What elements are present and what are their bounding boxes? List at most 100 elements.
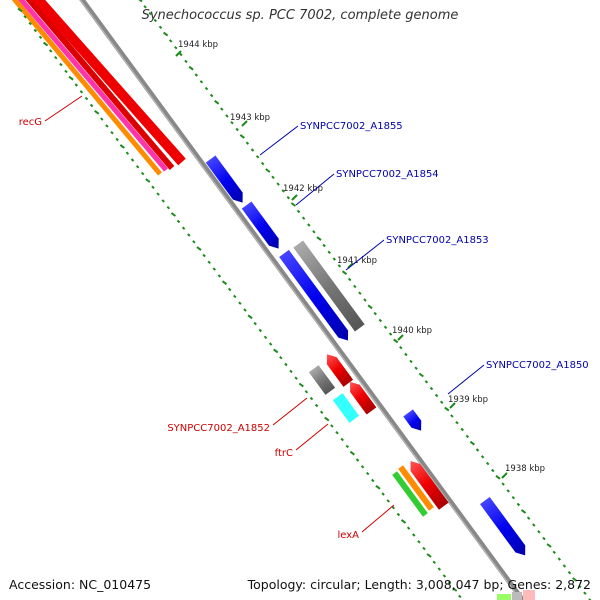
scale-dash xyxy=(400,519,407,524)
scale-dash xyxy=(212,267,217,271)
scale-dash xyxy=(424,380,429,384)
scale-dash xyxy=(327,250,331,255)
scale-dash xyxy=(332,257,337,261)
gene-a1852-red-1[interactable] xyxy=(322,351,354,387)
gene-blue-bottom[interactable] xyxy=(480,497,530,559)
scale-dash xyxy=(161,199,165,203)
scale-dash xyxy=(239,134,245,139)
scale-dash xyxy=(383,325,388,330)
gene-gray-pseudo[interactable] xyxy=(293,240,365,332)
scale-dash xyxy=(245,141,250,145)
scale-dash xyxy=(217,274,222,278)
gene-a1850[interactable] xyxy=(403,409,426,434)
scale-dash xyxy=(284,362,288,367)
gene-label-a1852[interactable]: SYNPCC7002_A1852 xyxy=(167,423,270,434)
scale-dash xyxy=(265,168,271,173)
scale-dash xyxy=(54,55,58,60)
genome-backbone-highlight xyxy=(79,0,522,600)
scale-dash xyxy=(409,359,413,364)
gene-a1852-red-2[interactable] xyxy=(345,378,377,415)
gene-label-a1850[interactable]: SYNPCC7002_A1850 xyxy=(486,360,589,371)
a1852-leader xyxy=(272,397,308,426)
scale-dash xyxy=(501,482,505,486)
scale-dash xyxy=(125,151,130,155)
scale-dash xyxy=(294,376,298,380)
scale-dash xyxy=(181,226,186,230)
scale-dash xyxy=(289,369,293,374)
accession-text: Accession: NC_010475 xyxy=(9,577,152,592)
gene-ftrc-cyan[interactable] xyxy=(332,393,360,423)
scale-dash xyxy=(557,557,562,561)
bottom-pink-feature xyxy=(523,590,535,600)
a1855-leader xyxy=(259,125,299,156)
scale-dash xyxy=(358,291,362,295)
gene-label-a1855[interactable]: SYNPCC7002_A1855 xyxy=(300,121,403,132)
scale-dash xyxy=(465,434,470,439)
gene-label-a1853[interactable]: SYNPCC7002_A1853 xyxy=(386,235,489,246)
scale-dash xyxy=(495,474,501,480)
scale-dash xyxy=(355,458,360,462)
tick-label-1943: 1943 kbp xyxy=(230,113,270,123)
scale-dash xyxy=(588,598,592,600)
scale-dash xyxy=(214,100,220,105)
scale-dash xyxy=(312,230,316,234)
scale-dash xyxy=(250,148,255,152)
scale-dash xyxy=(450,414,454,418)
gene-a1854[interactable] xyxy=(241,201,284,252)
gene-a1853-long[interactable] xyxy=(279,249,353,344)
gene-a1855[interactable] xyxy=(205,155,248,206)
gene-label-recg[interactable]: recG xyxy=(19,117,42,128)
scale-dash xyxy=(145,178,151,183)
scale-dash xyxy=(290,202,296,207)
gene-label-ftrc[interactable]: ftrC xyxy=(275,448,293,459)
scale-dash xyxy=(174,45,178,50)
scale-dash xyxy=(417,540,421,544)
scale-dash xyxy=(204,86,209,91)
scale-dash xyxy=(281,189,285,193)
scale-dash xyxy=(163,31,169,37)
genome-summary-text: Topology: circular; Length: 3,008,047 bp… xyxy=(247,577,591,592)
scale-dash xyxy=(399,345,403,350)
scale-dash xyxy=(105,124,109,128)
tick-label-1938: 1938 kbp xyxy=(505,464,545,474)
tick-label-1939: 1939 kbp xyxy=(448,395,488,405)
scale-dash xyxy=(422,546,426,551)
lexa-leader xyxy=(361,504,395,533)
scale-dash xyxy=(253,321,257,326)
scale-dash xyxy=(255,155,260,159)
gene-label-lexa[interactable]: lexA xyxy=(337,530,359,541)
gene-label-a1854[interactable]: SYNPCC7002_A1854 xyxy=(336,169,439,180)
gene-lexa-green[interactable] xyxy=(392,471,428,517)
scale-dash xyxy=(279,355,283,360)
scale-dash xyxy=(532,523,536,527)
scale-dash xyxy=(296,209,301,214)
scale-dash xyxy=(520,509,527,514)
scale-dash xyxy=(340,437,344,442)
scale-dash xyxy=(341,270,348,276)
scale-dash xyxy=(260,161,265,166)
scale-dash xyxy=(444,406,450,412)
scale-dash xyxy=(170,212,176,217)
scale-dash xyxy=(583,591,587,595)
tick-label-1940: 1940 kbp xyxy=(392,326,432,336)
scale-dash xyxy=(309,396,314,401)
scale-dash xyxy=(301,216,306,220)
scale-dash xyxy=(386,499,390,503)
scale-dash xyxy=(192,240,196,244)
scale-dash xyxy=(199,80,204,84)
scale-dash xyxy=(455,420,459,425)
recg-feature-stack xyxy=(11,0,186,176)
scale-dash xyxy=(184,59,188,64)
gene-a1852-gray[interactable] xyxy=(308,365,336,395)
gene-lexa-red[interactable] xyxy=(406,457,449,510)
scale-dash xyxy=(396,512,401,517)
gene-lexa-orange[interactable] xyxy=(398,465,434,511)
scale-dash xyxy=(406,526,411,530)
scale-dash xyxy=(442,574,447,578)
recg-red-band-1 xyxy=(25,0,175,170)
scale-track-outer xyxy=(138,0,592,600)
scale-dash xyxy=(469,440,475,446)
scale-dash xyxy=(68,75,74,81)
scale-dash xyxy=(38,35,43,40)
scale-dash xyxy=(506,489,510,493)
